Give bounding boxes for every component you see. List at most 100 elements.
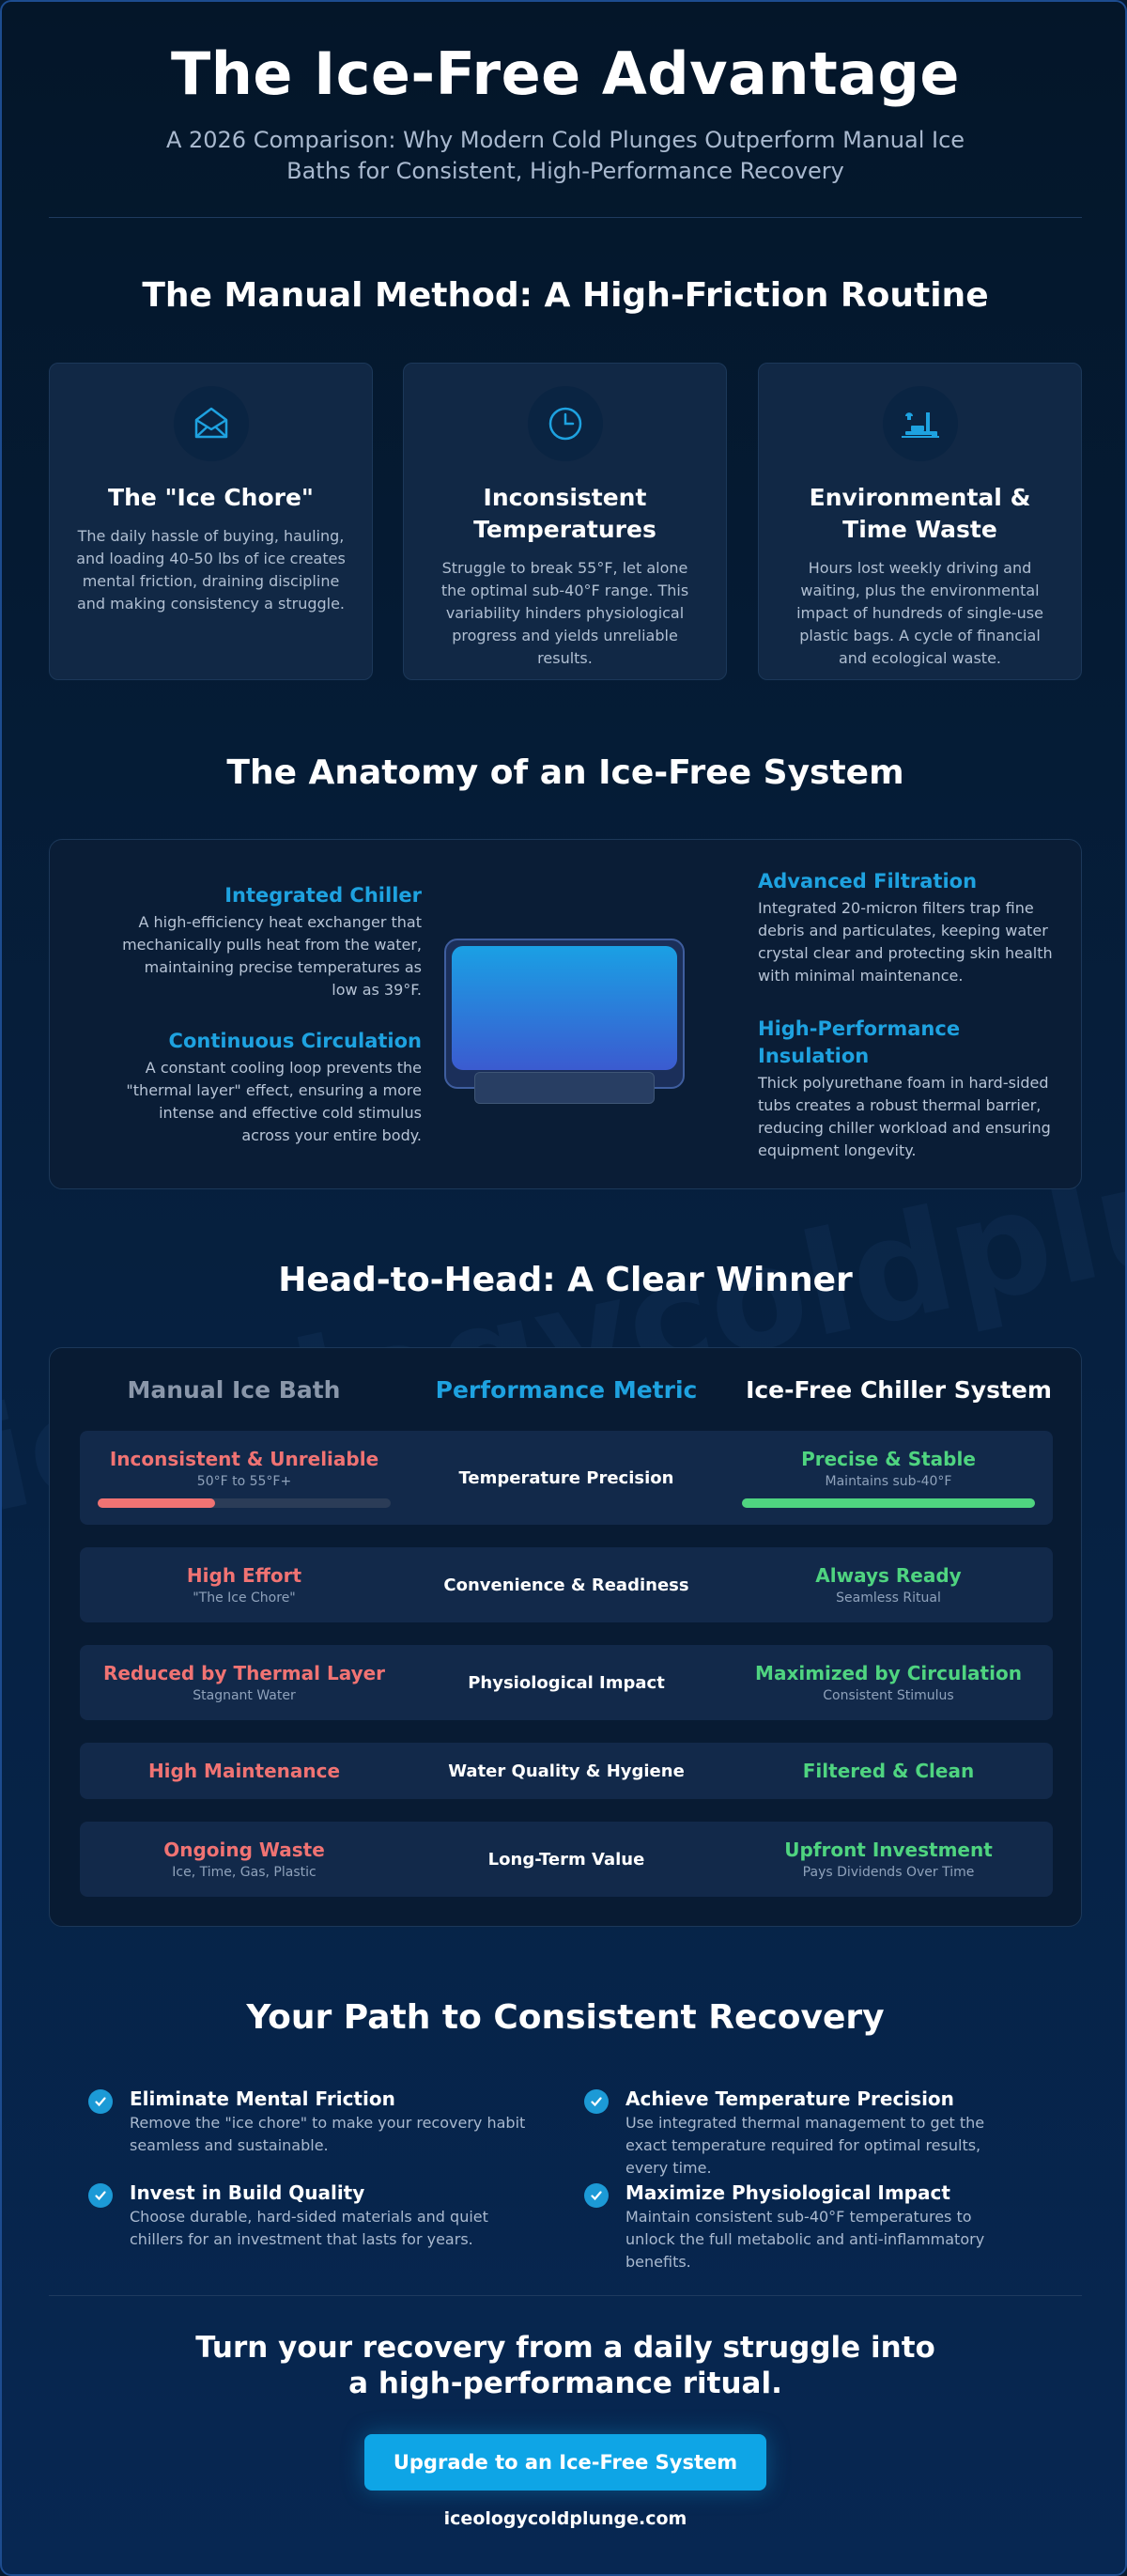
feature-advanced-filtration: Advanced Filtration Integrated 20-micron…	[758, 868, 1058, 987]
chiller-level-fill	[742, 1498, 1035, 1508]
path-item-text: Maintain consistent sub-40°F temperature…	[625, 2208, 985, 2271]
manual-value: Inconsistent & Unreliable	[109, 1448, 379, 1470]
path-item-title: Achieve Temperature Precision	[625, 2087, 954, 2110]
metric-cell: Physiological Impact	[409, 1645, 724, 1720]
table-row: High Effort "The Ice Chore" Convenience …	[80, 1547, 1053, 1622]
section-title-manual: The Manual Method: A High-Friction Routi…	[142, 276, 989, 315]
manual-subtext: Ice, Time, Gas, Plastic	[172, 1865, 316, 1880]
card-ice-chore: The "Ice Chore" The daily hassle of buyi…	[49, 363, 373, 680]
chiller-cell: Filtered & Clean	[724, 1743, 1053, 1799]
path-item-build-quality: Invest in Build Quality Choose durable, …	[88, 2180, 530, 2251]
feature-title: Integrated Chiller	[224, 884, 422, 907]
path-item-physiological-impact: Maximize Physiological Impact Maintain c…	[584, 2180, 1026, 2273]
manual-cell: High Effort "The Ice Chore"	[80, 1547, 409, 1622]
manual-subtext: Stagnant Water	[193, 1688, 296, 1703]
environment-waste-icon	[882, 386, 958, 461]
column-header-manual: Manual Ice Bath	[127, 1376, 341, 1404]
section-title-anatomy: The Anatomy of an Ice-Free System	[226, 753, 904, 792]
feature-integrated-chiller: Integrated Chiller A high-efficiency hea…	[121, 882, 422, 1001]
card-text: Hours lost weekly driving and waiting, p…	[796, 559, 1043, 667]
manual-cell: Reduced by Thermal Layer Stagnant Water	[80, 1645, 409, 1720]
cta-headline: Turn your recovery from a daily struggle…	[2, 2330, 1125, 2401]
cta-line-1: Turn your recovery from a daily struggle…	[195, 2331, 935, 2365]
path-item-text: Remove the "ice chore" to make your reco…	[130, 2114, 526, 2154]
chiller-value: Filtered & Clean	[802, 1760, 975, 1782]
chiller-subtext: Maintains sub-40°F	[825, 1474, 952, 1489]
plunge-tub-illustration	[444, 939, 685, 1108]
chiller-cell: Always Ready Seamless Ritual	[724, 1547, 1053, 1622]
manual-cell: Ongoing Waste Ice, Time, Gas, Plastic	[80, 1822, 409, 1897]
path-item-text: Use integrated thermal management to get…	[625, 2114, 985, 2177]
chiller-cell: Precise & Stable Maintains sub-40°F	[724, 1431, 1053, 1525]
table-row: Ongoing Waste Ice, Time, Gas, Plastic Lo…	[80, 1822, 1053, 1897]
metric-cell: Temperature Precision	[409, 1431, 724, 1525]
chiller-subtext: Seamless Ritual	[836, 1591, 941, 1606]
path-item-title: Invest in Build Quality	[130, 2181, 365, 2204]
clock-icon	[527, 386, 603, 461]
path-item-title: Maximize Physiological Impact	[625, 2181, 950, 2204]
card-environmental-waste: Environmental & Time Waste Hours lost we…	[758, 363, 1082, 680]
chiller-value: Always Ready	[815, 1564, 962, 1587]
feature-text: A constant cooling loop prevents the "th…	[126, 1059, 422, 1144]
anatomy-panel: Integrated Chiller A high-efficiency hea…	[49, 839, 1082, 1189]
checkmark-icon	[584, 2183, 609, 2208]
checkmark-icon	[88, 2089, 113, 2114]
comparison-table: Manual Ice Bath Performance Metric Ice-F…	[49, 1347, 1082, 1927]
checkmark-icon	[88, 2183, 113, 2208]
card-text: The daily hassle of buying, hauling, and…	[76, 527, 346, 613]
metric-cell: Long-Term Value	[409, 1822, 724, 1897]
column-header-metric: Performance Metric	[435, 1376, 698, 1404]
column-header-chiller: Ice-Free Chiller System	[746, 1376, 1052, 1404]
chiller-cell: Upfront Investment Pays Dividends Over T…	[724, 1822, 1053, 1897]
path-item-mental-friction: Eliminate Mental Friction Remove the "ic…	[88, 2086, 530, 2157]
table-row: Inconsistent & Unreliable 50°F to 55°F+ …	[80, 1431, 1053, 1525]
manual-value: High Maintenance	[147, 1760, 341, 1782]
manual-subtext: "The Ice Chore"	[193, 1591, 296, 1606]
chiller-cell: Maximized by Circulation Consistent Stim…	[724, 1645, 1053, 1720]
page-subtitle: A 2026 Comparison: Why Modern Cold Plung…	[165, 127, 965, 184]
card-title: The "Ice Chore"	[108, 484, 314, 511]
feature-title: Advanced Filtration	[758, 870, 978, 892]
feature-continuous-circulation: Continuous Circulation A constant coolin…	[121, 1028, 422, 1147]
metric-cell: Water Quality & Hygiene	[409, 1743, 724, 1799]
divider	[49, 217, 1082, 218]
website-link[interactable]: iceologycoldplunge.com	[443, 2508, 687, 2529]
upgrade-button[interactable]: Upgrade to an Ice-Free System	[364, 2434, 766, 2491]
feature-text: Integrated 20-micron filters trap fine d…	[758, 899, 1053, 985]
chiller-value: Upfront Investment	[784, 1839, 993, 1861]
chiller-value: Precise & Stable	[801, 1448, 976, 1470]
card-title: Inconsistent Temperatures	[473, 484, 656, 543]
divider	[49, 2295, 1082, 2296]
feature-title: Continuous Circulation	[168, 1030, 422, 1052]
manual-level-fill	[98, 1498, 215, 1508]
manual-value: Ongoing Waste	[163, 1839, 325, 1861]
checkmark-icon	[584, 2089, 609, 2114]
chiller-subtext: Pays Dividends Over Time	[802, 1865, 975, 1880]
manual-value: High Effort	[186, 1564, 302, 1587]
feature-high-performance-insulation: High-Performance Insulation Thick polyur…	[758, 1016, 1058, 1162]
path-item-text: Choose durable, hard-sided materials and…	[130, 2208, 488, 2248]
card-inconsistent-temperatures: Inconsistent Temperatures Struggle to br…	[403, 363, 727, 680]
ice-box-icon	[173, 386, 249, 461]
manual-subtext: 50°F to 55°F+	[196, 1474, 292, 1489]
metric-label: Convenience & Readiness	[443, 1575, 689, 1595]
manual-cell: Inconsistent & Unreliable 50°F to 55°F+	[80, 1431, 409, 1525]
manual-level-bar	[98, 1498, 391, 1508]
path-item-temperature-precision: Achieve Temperature Precision Use integr…	[584, 2086, 1026, 2180]
card-text: Struggle to break 55°F, let alone the op…	[440, 559, 689, 667]
cta-line-2: a high-performance ritual.	[348, 2367, 782, 2400]
table-row: High Maintenance Water Quality & Hygiene…	[80, 1743, 1053, 1799]
table-row: Reduced by Thermal Layer Stagnant Water …	[80, 1645, 1053, 1720]
section-title-path: Your Path to Consistent Recovery	[246, 1998, 885, 2037]
chiller-subtext: Consistent Stimulus	[823, 1688, 954, 1703]
header: The Ice-Free Advantage A 2026 Comparison…	[2, 39, 1125, 187]
chiller-level-bar	[742, 1498, 1035, 1508]
section-title-comparison: Head-to-Head: A Clear Winner	[278, 1261, 853, 1299]
chiller-value: Maximized by Circulation	[755, 1662, 1022, 1684]
metric-label: Water Quality & Hygiene	[448, 1761, 685, 1781]
feature-title: High-Performance Insulation	[758, 1017, 961, 1067]
metric-label: Temperature Precision	[458, 1467, 674, 1488]
card-title: Environmental & Time Waste	[809, 484, 1031, 543]
page-title: The Ice-Free Advantage	[171, 39, 960, 108]
